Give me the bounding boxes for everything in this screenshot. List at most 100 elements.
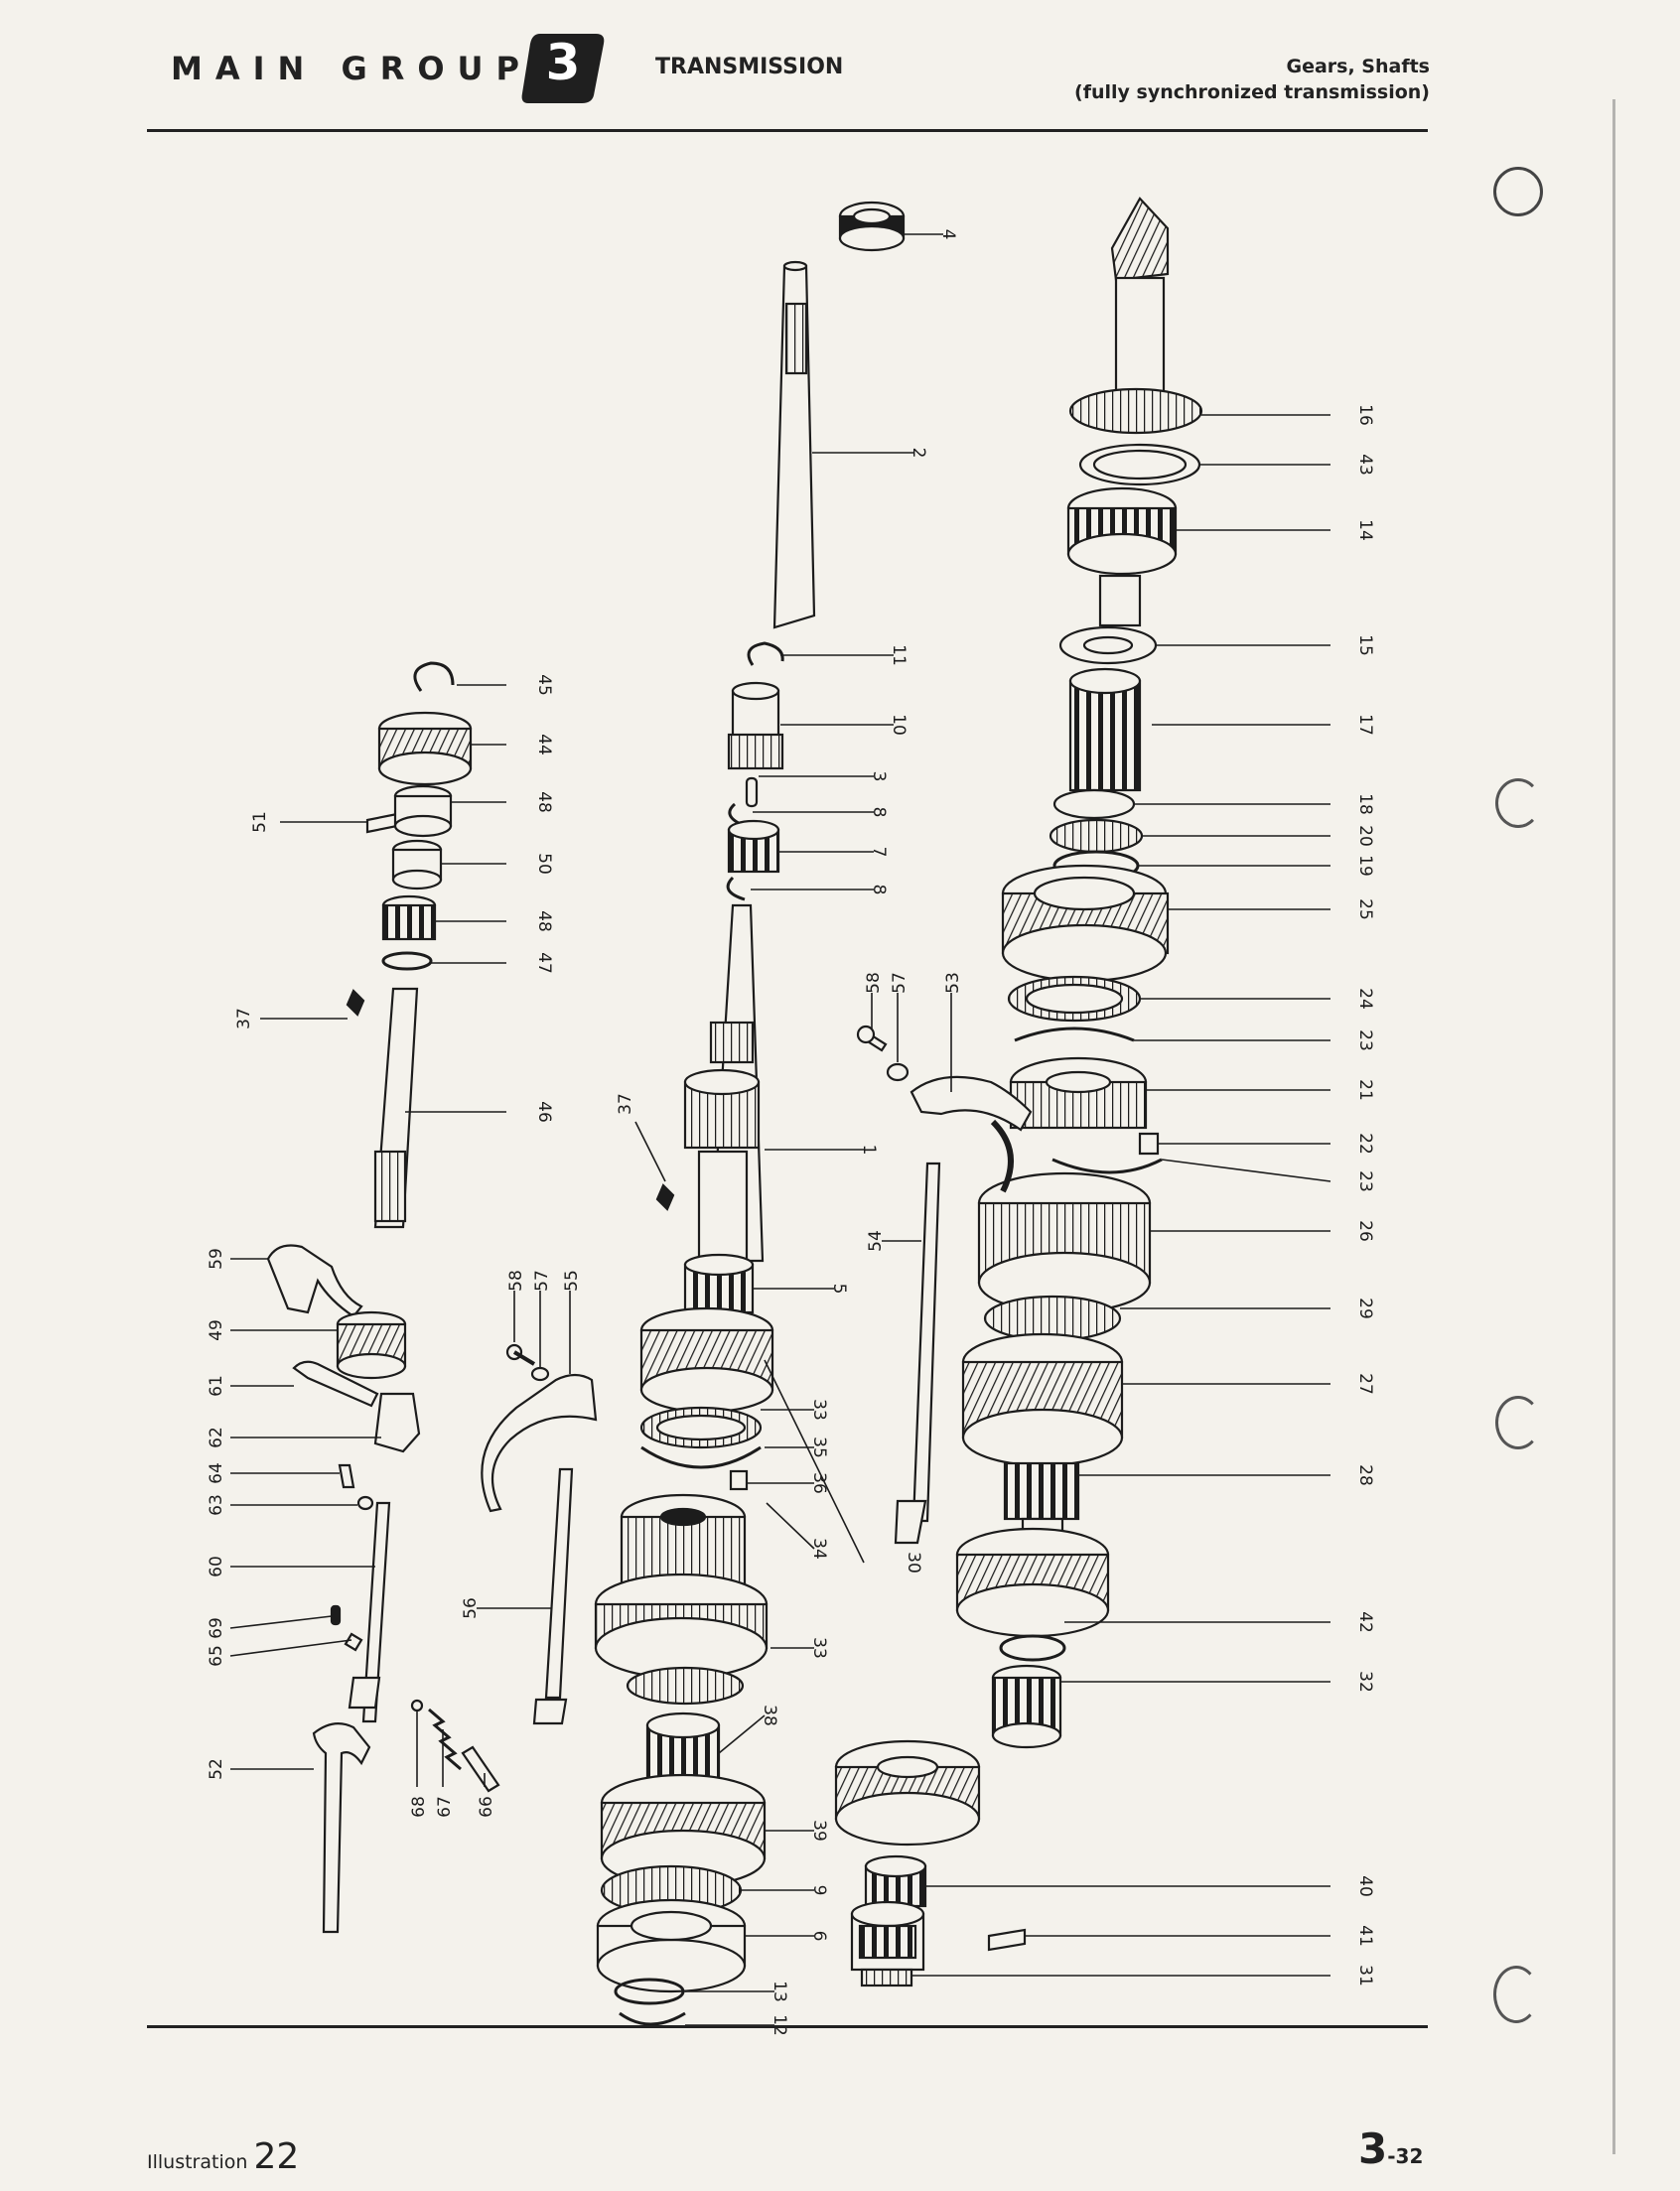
leader-lines	[229, 233, 1331, 2026]
callout-label: 66	[477, 1796, 496, 1818]
callout-label: 55	[562, 1270, 582, 1292]
binding-edge-line	[1612, 99, 1615, 2154]
callout-label: 61	[207, 1375, 226, 1397]
input-shaft-splines	[784, 302, 808, 375]
callout-labels: 4211103878153335363433383996131230164314…	[207, 229, 1375, 2036]
callout-label: 8	[869, 807, 889, 818]
callout-label: 49	[207, 1319, 226, 1341]
synchro-ring-part-20	[1049, 818, 1144, 854]
selector-rod-part-54	[911, 1162, 941, 1523]
callout-label: 68	[409, 1796, 429, 1818]
footer-rule	[147, 2025, 1428, 2028]
callout-label: 64	[207, 1462, 226, 1484]
plunger-part-66	[461, 1745, 500, 1793]
ball-part-65	[344, 1632, 363, 1652]
callout-label: 14	[1355, 519, 1375, 541]
callout-label: 29	[1355, 1298, 1375, 1319]
callout-label: 21	[1355, 1079, 1375, 1101]
shim-part-47	[381, 951, 433, 971]
callout-label: 33	[809, 1637, 829, 1659]
bracket-part-62	[373, 1392, 421, 1453]
main-group-label: MAIN GROUP	[171, 50, 532, 87]
callout-label: 57	[890, 972, 910, 994]
spring-part-67	[428, 1708, 462, 1771]
callout-label: 65	[207, 1645, 226, 1667]
callout-label: 59	[207, 1248, 226, 1270]
page-header: MAIN GROUP 3 TRANSMISSION Gears, Shafts …	[0, 0, 1680, 149]
page-number: 3-32	[1358, 2124, 1423, 2173]
selector-rod-part-60	[361, 1501, 391, 1723]
callout-label: 37	[616, 1093, 635, 1115]
callout-label: 48	[534, 910, 554, 932]
reverse-gear-assembly	[834, 1739, 1027, 1987]
section-title: TRANSMISSION	[655, 55, 844, 79]
callout-label: 56	[461, 1597, 481, 1619]
pinion-shaft-assembly	[955, 197, 1203, 1749]
drive-pinion-head	[1110, 197, 1170, 282]
callout-label: 3	[869, 771, 889, 782]
illustration-caption: Illustration 22	[147, 2136, 299, 2177]
callout-label: 44	[534, 734, 554, 755]
needle-bearing-part-28	[1003, 1461, 1080, 1521]
washer-part-63	[356, 1495, 374, 1511]
bolt-part-41	[987, 1928, 1027, 1952]
section-subtitle-detail: (fully synchronized transmission)	[1074, 81, 1430, 103]
section-subtitle: Gears, Shafts	[1286, 56, 1430, 77]
leader-line	[634, 1121, 666, 1182]
callout-label: 46	[534, 1101, 554, 1123]
callout-label: 9	[809, 1885, 829, 1896]
washer-part-57-center	[530, 1366, 550, 1382]
callout-label: 1	[859, 1145, 879, 1156]
circlip-part-8-lower	[726, 876, 746, 901]
callout-label: 23	[1355, 1029, 1375, 1051]
key-part-22	[1138, 1132, 1160, 1156]
circlip-part-11	[747, 641, 784, 666]
callout-label: 39	[809, 1820, 829, 1842]
bolt-part-51	[365, 812, 399, 834]
callout-label: 58	[506, 1270, 526, 1292]
callout-label: 5	[829, 1284, 849, 1295]
callout-label: 37	[234, 1008, 254, 1029]
callout-label: 43	[1355, 454, 1375, 476]
callout-label: 16	[1355, 404, 1375, 426]
binder-hole-top	[1493, 167, 1543, 216]
callout-label: 7	[869, 847, 889, 858]
spacer-part-18	[1052, 788, 1136, 820]
ball-part-68	[410, 1699, 424, 1712]
callout-label: 13	[770, 1981, 789, 2002]
callout-label: 17	[1355, 714, 1375, 736]
leader-line	[229, 1615, 333, 1629]
key-part-37-center	[655, 1183, 675, 1211]
callout-label: 62	[207, 1427, 226, 1448]
callout-label: 2	[909, 448, 928, 459]
spring-part-35	[640, 1445, 762, 1469]
leader-line	[718, 1714, 766, 1754]
callout-label: 57	[532, 1270, 552, 1292]
illustration-number: 22	[253, 2136, 300, 2177]
selector-forks-assembly	[481, 1025, 1033, 1725]
callout-label: 42	[1355, 1611, 1375, 1633]
shim-part-13	[614, 1978, 685, 2005]
selector-rod-part-56	[544, 1467, 574, 1700]
callout-label: 40	[1355, 1875, 1375, 1897]
callout-label: 24	[1355, 988, 1375, 1010]
group-number: 3	[545, 34, 581, 91]
spacer-part-31	[860, 1968, 913, 1987]
callout-label: 31	[1355, 1965, 1375, 1986]
callout-label: 69	[207, 1617, 226, 1639]
callout-label: 35	[809, 1437, 829, 1458]
main-drive-shaft-assembly	[594, 201, 906, 2026]
callout-label: 47	[534, 952, 554, 974]
leader-line	[229, 1639, 352, 1657]
callout-label: 6	[809, 1931, 829, 1942]
pin-part-3	[745, 776, 759, 808]
bolt-part-64	[338, 1463, 355, 1489]
shim-ring-part-16	[1068, 387, 1203, 435]
group-number-badge: 3	[518, 30, 608, 105]
leader-line	[1161, 1159, 1331, 1182]
callout-label: 32	[1355, 1671, 1375, 1693]
callout-label: 33	[809, 1399, 829, 1421]
lever-part-61	[292, 1360, 379, 1408]
plug-part-69	[330, 1604, 342, 1626]
reverse-shaft-assembly	[266, 661, 675, 1934]
